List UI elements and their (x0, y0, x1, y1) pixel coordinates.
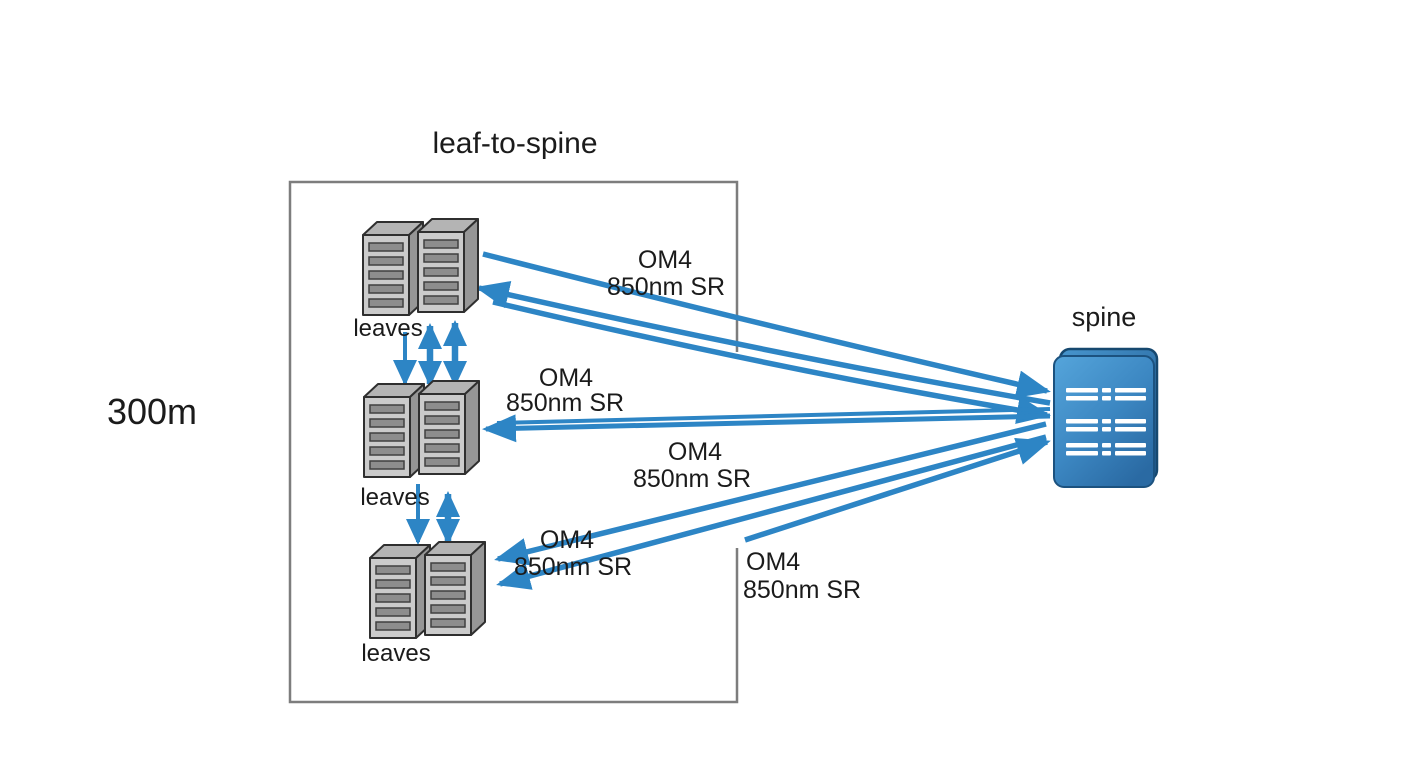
svg-text:850nm SR: 850nm SR (506, 389, 624, 417)
leaf-pair-3 (370, 542, 485, 638)
leaves-label-1: leaves (353, 315, 422, 342)
link-spine-to-leaf2 (482, 413, 1051, 443)
distance-label: 300m (107, 391, 197, 432)
svg-text:850nm SR: 850nm SR (743, 576, 861, 604)
link-leaf3-to-spine (744, 437, 1051, 543)
svg-text:850nm SR: 850nm SR (633, 465, 751, 493)
fiber-label-3: OM4 850nm SR (633, 438, 751, 493)
fiber-label-4: OM4 850nm SR (514, 526, 632, 581)
link-leaf1-to-spine-2 (492, 299, 1051, 424)
leaves-label-3: leaves (361, 640, 430, 667)
svg-text:OM4: OM4 (638, 246, 692, 274)
link-spine-to-leaf3-b (496, 434, 1047, 590)
inter-leaf-arrows (393, 320, 467, 545)
svg-text:OM4: OM4 (746, 548, 800, 576)
link-spine-to-leaf3-a (494, 421, 1047, 566)
leaf-pair-2 (364, 381, 479, 477)
leaf-domain-box (288, 180, 739, 704)
svg-text:OM4: OM4 (540, 526, 594, 554)
spine-switch-icon (1053, 347, 1159, 488)
link-leaf1-to-spine (482, 251, 1051, 398)
fiber-label-5: OM4 850nm SR (743, 548, 861, 604)
svg-text:OM4: OM4 (539, 364, 593, 392)
svg-text:OM4: OM4 (668, 438, 722, 466)
fiber-label-2: OM4 850nm SR (506, 364, 624, 417)
spine-label: spine (1072, 302, 1137, 332)
fiber-links (475, 251, 1051, 590)
link-spine-leaf2-upper (496, 407, 1051, 425)
leaves-label-2: leaves (360, 484, 429, 511)
link-spine-to-leaf1 (475, 281, 1051, 406)
leaf-pair-1 (363, 219, 478, 315)
spine-port-rows (1066, 388, 1146, 456)
svg-text:850nm SR: 850nm SR (607, 273, 725, 301)
fiber-label-1: OM4 850nm SR (607, 246, 725, 301)
diagram-title: leaf-to-spine (432, 127, 597, 160)
svg-text:850nm SR: 850nm SR (514, 553, 632, 581)
